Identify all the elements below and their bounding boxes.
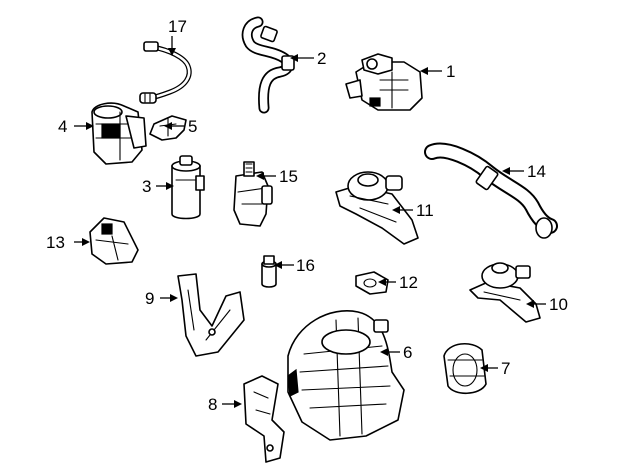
callout-label-7: 7 — [501, 359, 510, 378]
part-13-mount[interactable] — [89, 217, 139, 265]
callout-label-15: 15 — [279, 167, 298, 186]
callout-9: 9 — [145, 289, 178, 308]
callout-3: 3 — [142, 177, 174, 196]
callout-label-1: 1 — [446, 62, 455, 81]
part-1-valve[interactable] — [345, 53, 423, 111]
callout-label-10: 10 — [549, 295, 568, 314]
callout-2: 2 — [290, 49, 326, 68]
callout-6: 6 — [380, 343, 412, 362]
part-16-sleeve[interactable] — [261, 255, 277, 288]
callout-label-4: 4 — [58, 117, 67, 136]
part-4-pump[interactable] — [91, 102, 147, 165]
part-6-housing[interactable] — [287, 310, 405, 441]
part-10-valve-bracket[interactable] — [469, 262, 541, 323]
part-17-sensor-cable[interactable] — [139, 41, 192, 104]
callout-14: 14 — [502, 162, 546, 181]
part-3-motor[interactable] — [171, 155, 205, 220]
part-2-hose[interactable] — [241, 16, 295, 114]
part-7-ring[interactable] — [443, 343, 487, 395]
callout-17: 17 — [168, 17, 187, 56]
callout-label-8: 8 — [208, 395, 217, 414]
callout-11: 11 — [392, 201, 434, 220]
callout-5: 5 — [164, 117, 197, 136]
callout-label-12: 12 — [399, 273, 418, 292]
callout-label-9: 9 — [145, 289, 154, 308]
callout-label-6: 6 — [403, 343, 412, 362]
part-8-bracket[interactable] — [243, 375, 285, 463]
callout-label-2: 2 — [317, 49, 326, 68]
part-14-long-hose[interactable] — [424, 142, 558, 239]
callout-1: 1 — [420, 62, 455, 81]
callout-13: 13 — [46, 233, 90, 252]
callout-label-5: 5 — [188, 117, 197, 136]
callout-label-3: 3 — [142, 177, 151, 196]
callout-4: 4 — [58, 117, 94, 136]
callout-15: 15 — [256, 167, 298, 186]
callout-label-13: 13 — [46, 233, 65, 252]
callout-label-16: 16 — [296, 256, 315, 275]
callout-10: 10 — [526, 295, 568, 314]
part-12-gasket[interactable] — [355, 271, 389, 295]
part-9-bracket[interactable] — [177, 273, 245, 357]
callout-label-17: 17 — [168, 17, 187, 36]
callout-16: 16 — [274, 256, 315, 275]
callout-label-14: 14 — [527, 162, 546, 181]
callout-12: 12 — [378, 273, 418, 292]
part-15-actuator[interactable] — [233, 161, 273, 227]
callout-8: 8 — [208, 395, 242, 414]
part-11-valve-bracket[interactable] — [335, 171, 419, 245]
callout-label-11: 11 — [416, 201, 434, 220]
callout-7: 7 — [480, 359, 510, 378]
